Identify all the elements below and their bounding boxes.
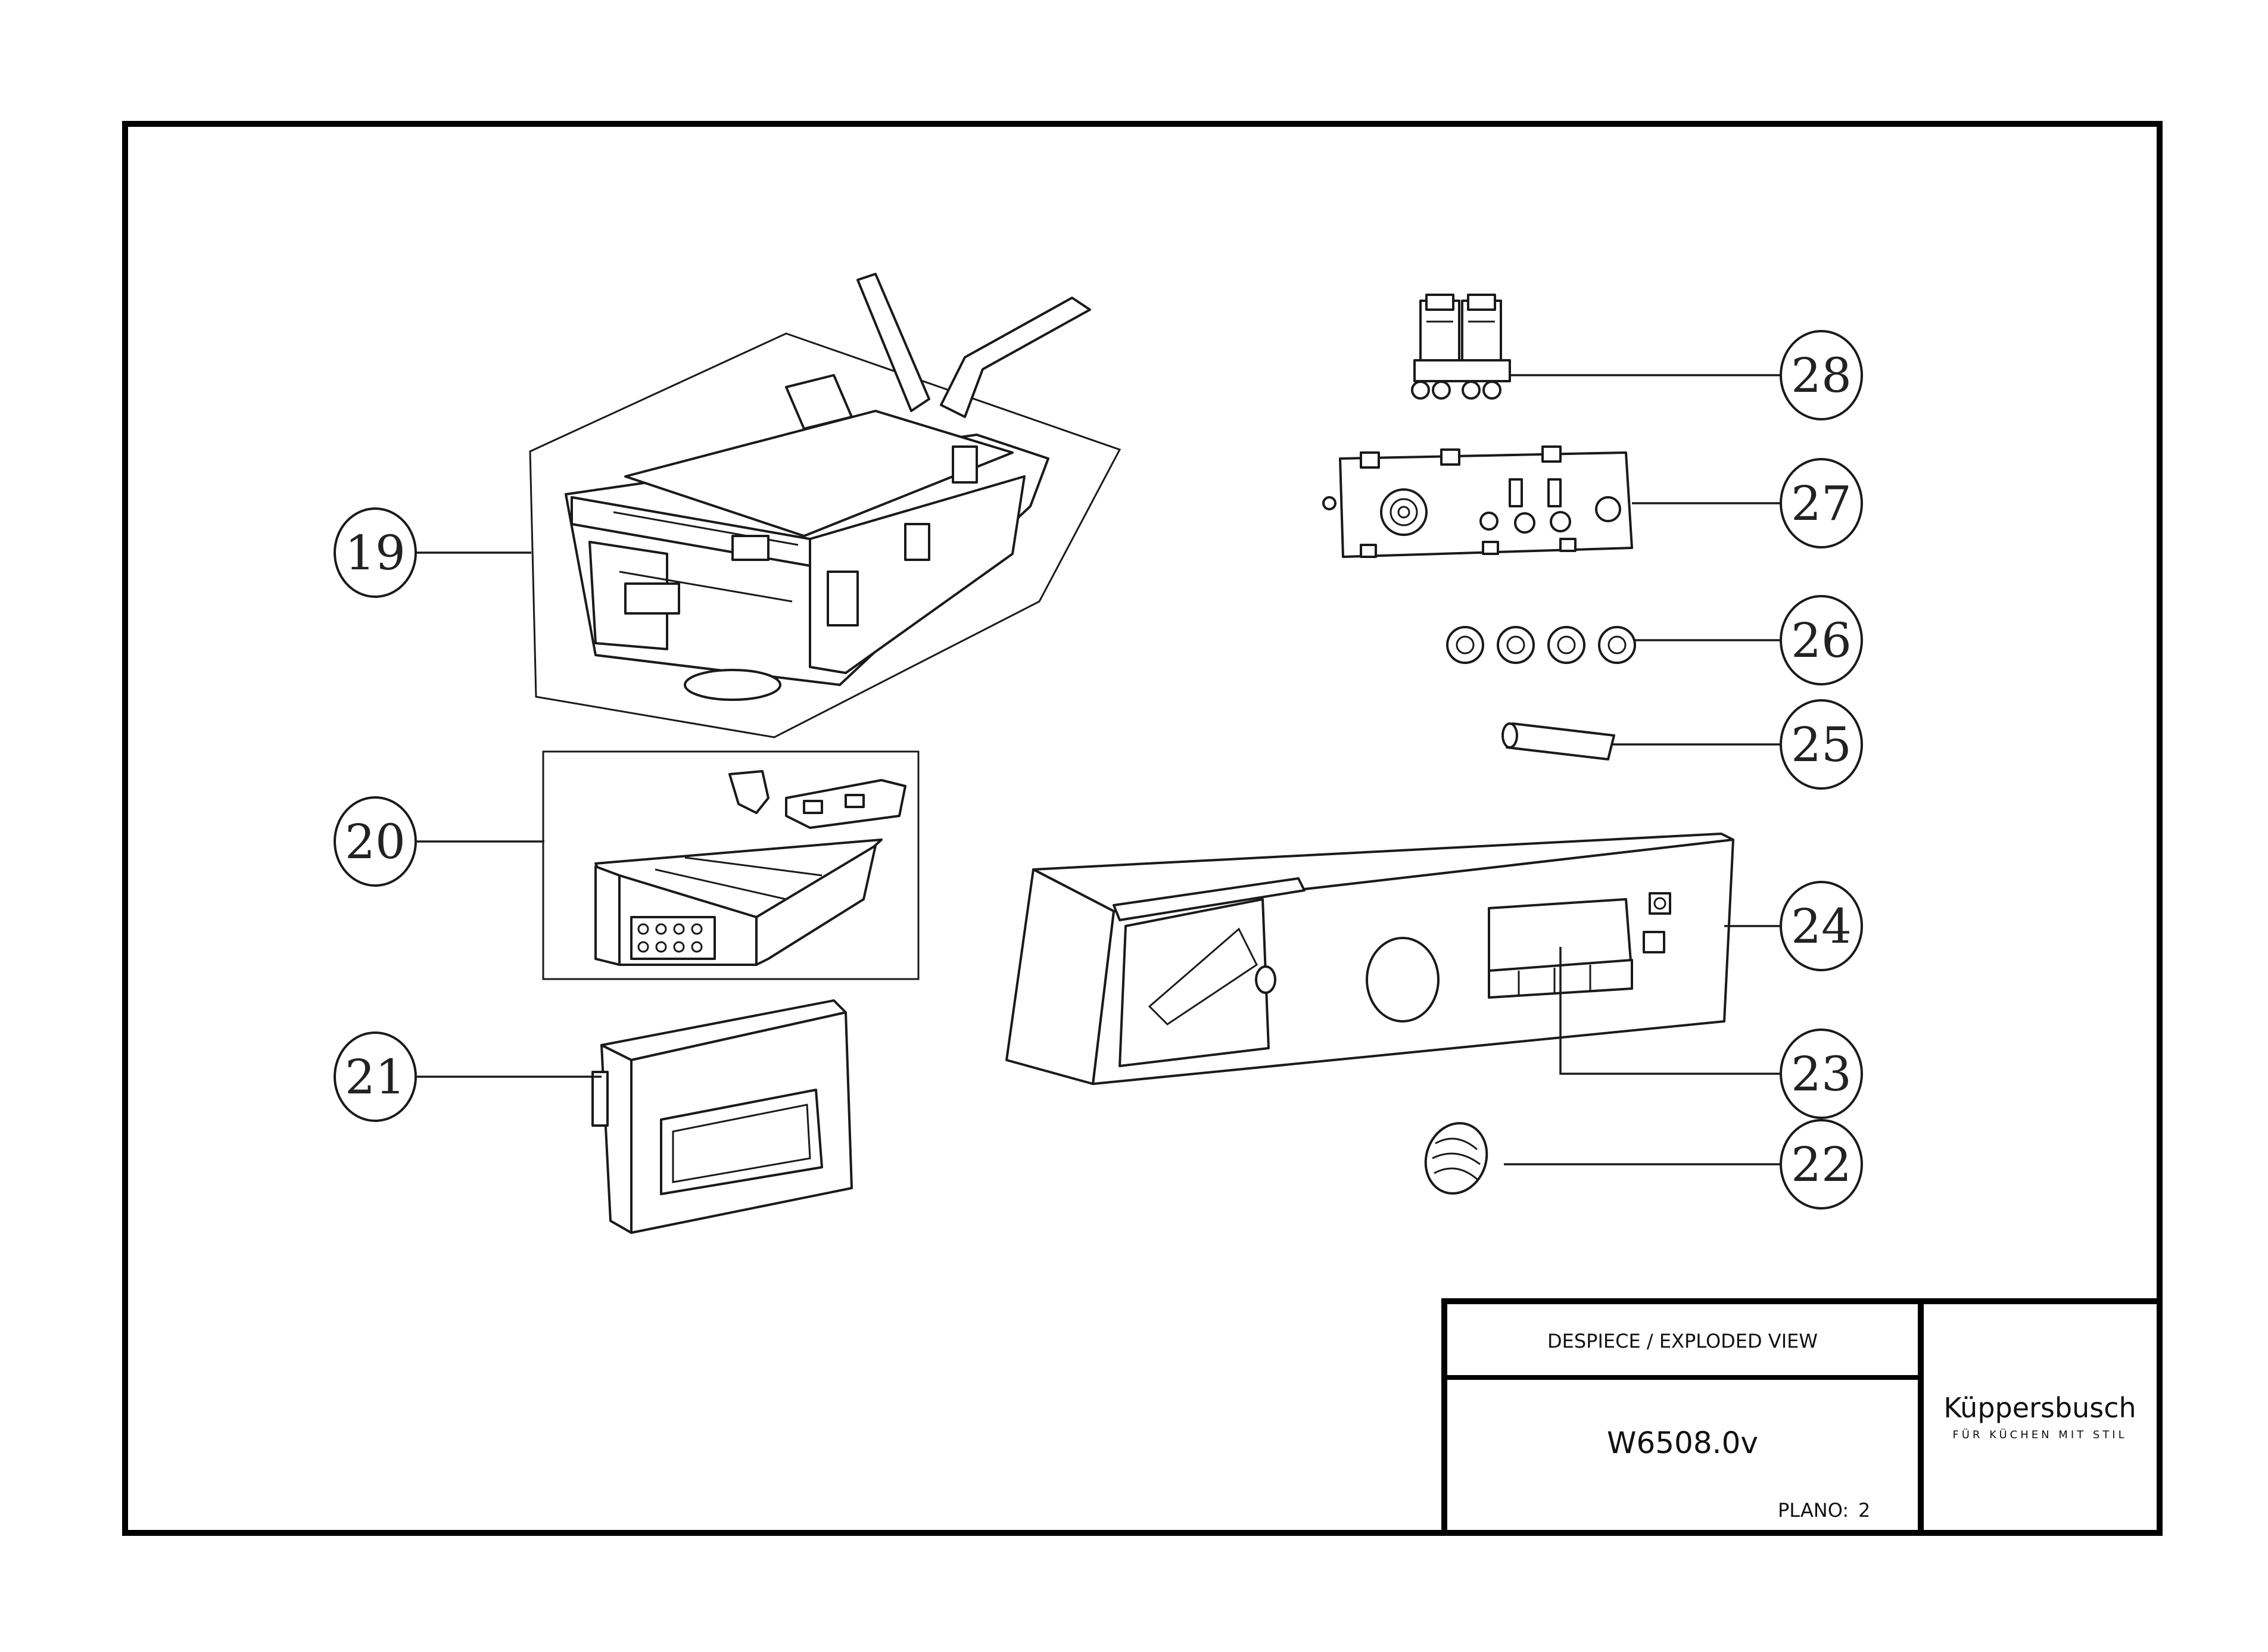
brand-tagline: FÜR KÜCHEN MIT STIL	[1952, 1428, 2127, 1441]
callout-21-label: 21	[345, 1049, 406, 1105]
callout-27-label: 27	[1791, 476, 1852, 531]
part-19-dispenser-housing	[529, 273, 1121, 738]
plano-number: 2	[1858, 1499, 1870, 1522]
part-25-light-guide	[1501, 722, 1615, 760]
callout-20: 20	[334, 796, 417, 887]
callout-24-label: 24	[1791, 899, 1852, 954]
title-block: DESPIECE / EXPLODED VIEW W6508.0v PLANO:…	[1441, 1298, 2163, 1536]
callout-23: 23	[1780, 1028, 1863, 1119]
callout-21: 21	[334, 1031, 417, 1122]
callout-22-label: 22	[1791, 1137, 1852, 1192]
callout-19: 19	[334, 507, 417, 598]
part-22-knob	[1424, 1122, 1488, 1195]
callout-26: 26	[1780, 595, 1863, 685]
part-20-drawer-tray	[542, 750, 920, 980]
model-number: W6508.0v	[1607, 1426, 1758, 1460]
callout-25-label: 25	[1791, 717, 1852, 772]
callout-26-label: 26	[1791, 613, 1852, 668]
callout-22: 22	[1780, 1119, 1863, 1210]
callout-28-label: 28	[1791, 348, 1852, 403]
brand-name: Küppersbusch	[1943, 1392, 2136, 1424]
callout-23-label: 23	[1791, 1046, 1852, 1102]
part-21-drawer-front	[591, 999, 853, 1234]
callout-28: 28	[1780, 330, 1863, 420]
callout-24: 24	[1780, 881, 1863, 971]
view-title: DESPIECE / EXPLODED VIEW	[1547, 1330, 1818, 1352]
callout-19-label: 19	[345, 525, 406, 581]
drawing-frame	[122, 121, 2163, 1536]
callout-27: 27	[1780, 458, 1863, 548]
part-27-control-board	[1322, 445, 1633, 558]
part-24-control-panel	[1005, 833, 1734, 1085]
plano-label: PLANO:	[1778, 1499, 1849, 1522]
callout-20-label: 20	[345, 814, 406, 869]
part-28-inlet-valves	[1411, 294, 1511, 400]
leader-lines	[417, 374, 1780, 1165]
part-26-buttons	[1446, 626, 1636, 664]
callout-25: 25	[1780, 699, 1863, 790]
